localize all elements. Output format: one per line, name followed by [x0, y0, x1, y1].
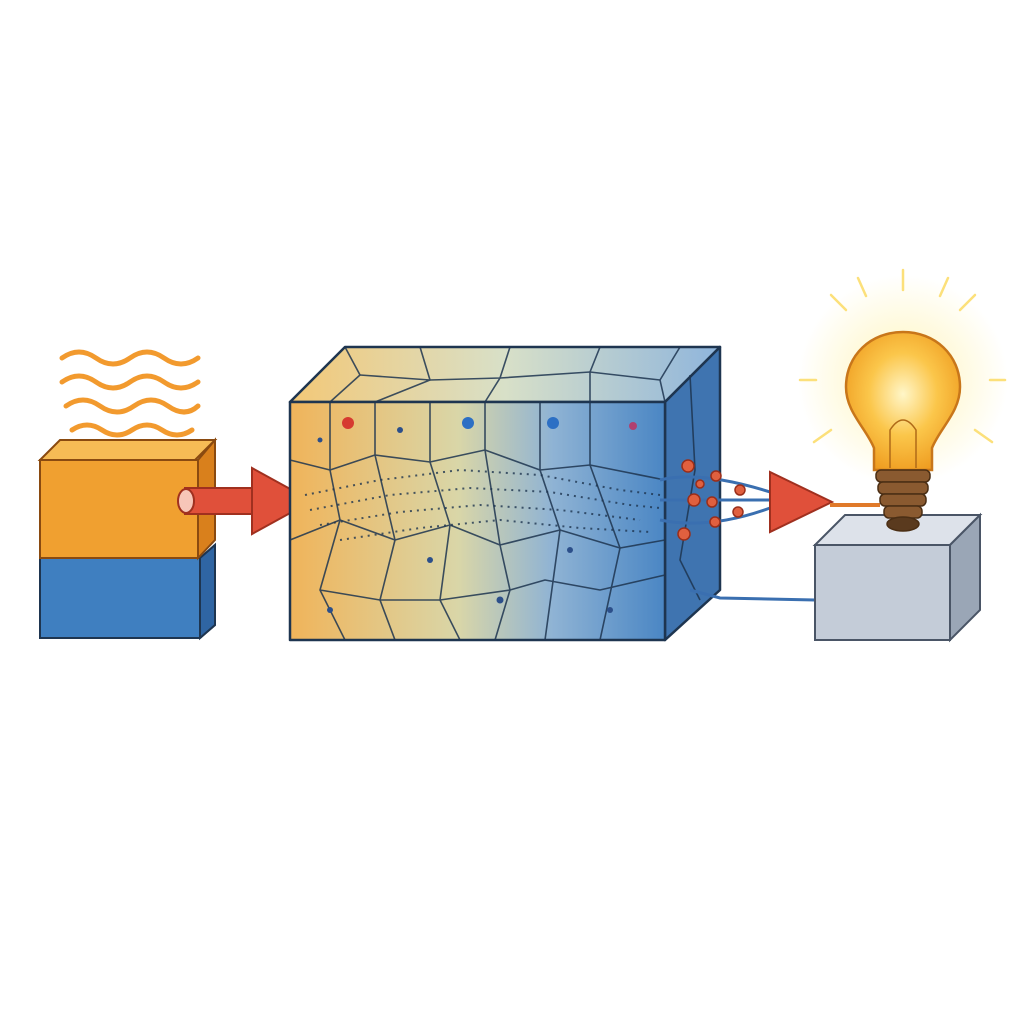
cold-block [39, 542, 216, 641]
load-base [812, 512, 983, 643]
hot-block [37, 437, 218, 561]
light-bulb-icon [798, 268, 1008, 532]
charge-carriers [317, 417, 637, 613]
output-arrow-icon [769, 470, 835, 534]
output-wires [659, 459, 816, 602]
heat-source [37, 349, 218, 641]
carrier-flow-dots [304, 469, 661, 541]
grain-boundaries [289, 346, 701, 641]
polycrystalline-block [288, 345, 722, 642]
heat-waves-icon [59, 349, 201, 438]
input-arrow-icon [177, 466, 315, 536]
